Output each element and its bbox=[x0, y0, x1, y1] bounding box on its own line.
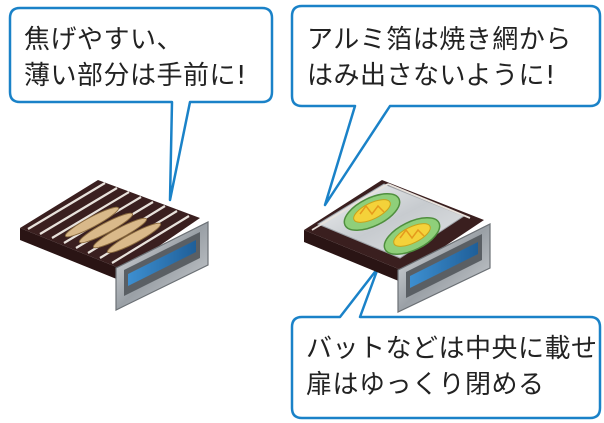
grill-tray-foil-illustration bbox=[304, 180, 491, 313]
bubble-1-text: 焦げやすい、 薄い部分は手前に! bbox=[24, 22, 247, 94]
bubble-1-line-1: 焦げやすい、 bbox=[24, 25, 184, 55]
bubble-3-line-2: 扉はゆっくり閉める bbox=[306, 370, 545, 400]
speech-bubble-1 bbox=[8, 6, 274, 202]
bubble-2-line-1: アルミ箔は焼き網から bbox=[307, 25, 572, 55]
fish-icon bbox=[64, 206, 162, 254]
grill-tray-fish-illustration bbox=[20, 180, 209, 311]
speech-bubble-2 bbox=[290, 4, 602, 207]
bubble-2-line-2: はみ出さないように! bbox=[307, 61, 556, 91]
gratin-dish-icon bbox=[343, 193, 401, 231]
grill-door-icon bbox=[115, 221, 209, 311]
bubble-2-text: アルミ箔は焼き網から はみ出さないように! bbox=[307, 22, 572, 94]
bubble-1-line-2: 薄い部分は手前に! bbox=[24, 61, 247, 91]
speech-bubble-3 bbox=[290, 266, 602, 420]
bubble-3-line-1: バットなどは中央に載せ bbox=[306, 334, 598, 364]
gratin-dish-icon bbox=[383, 217, 441, 255]
grill-door-icon bbox=[397, 223, 491, 313]
bubble-3-text: バットなどは中央に載せ 扉はゆっくり閉める bbox=[306, 331, 598, 403]
